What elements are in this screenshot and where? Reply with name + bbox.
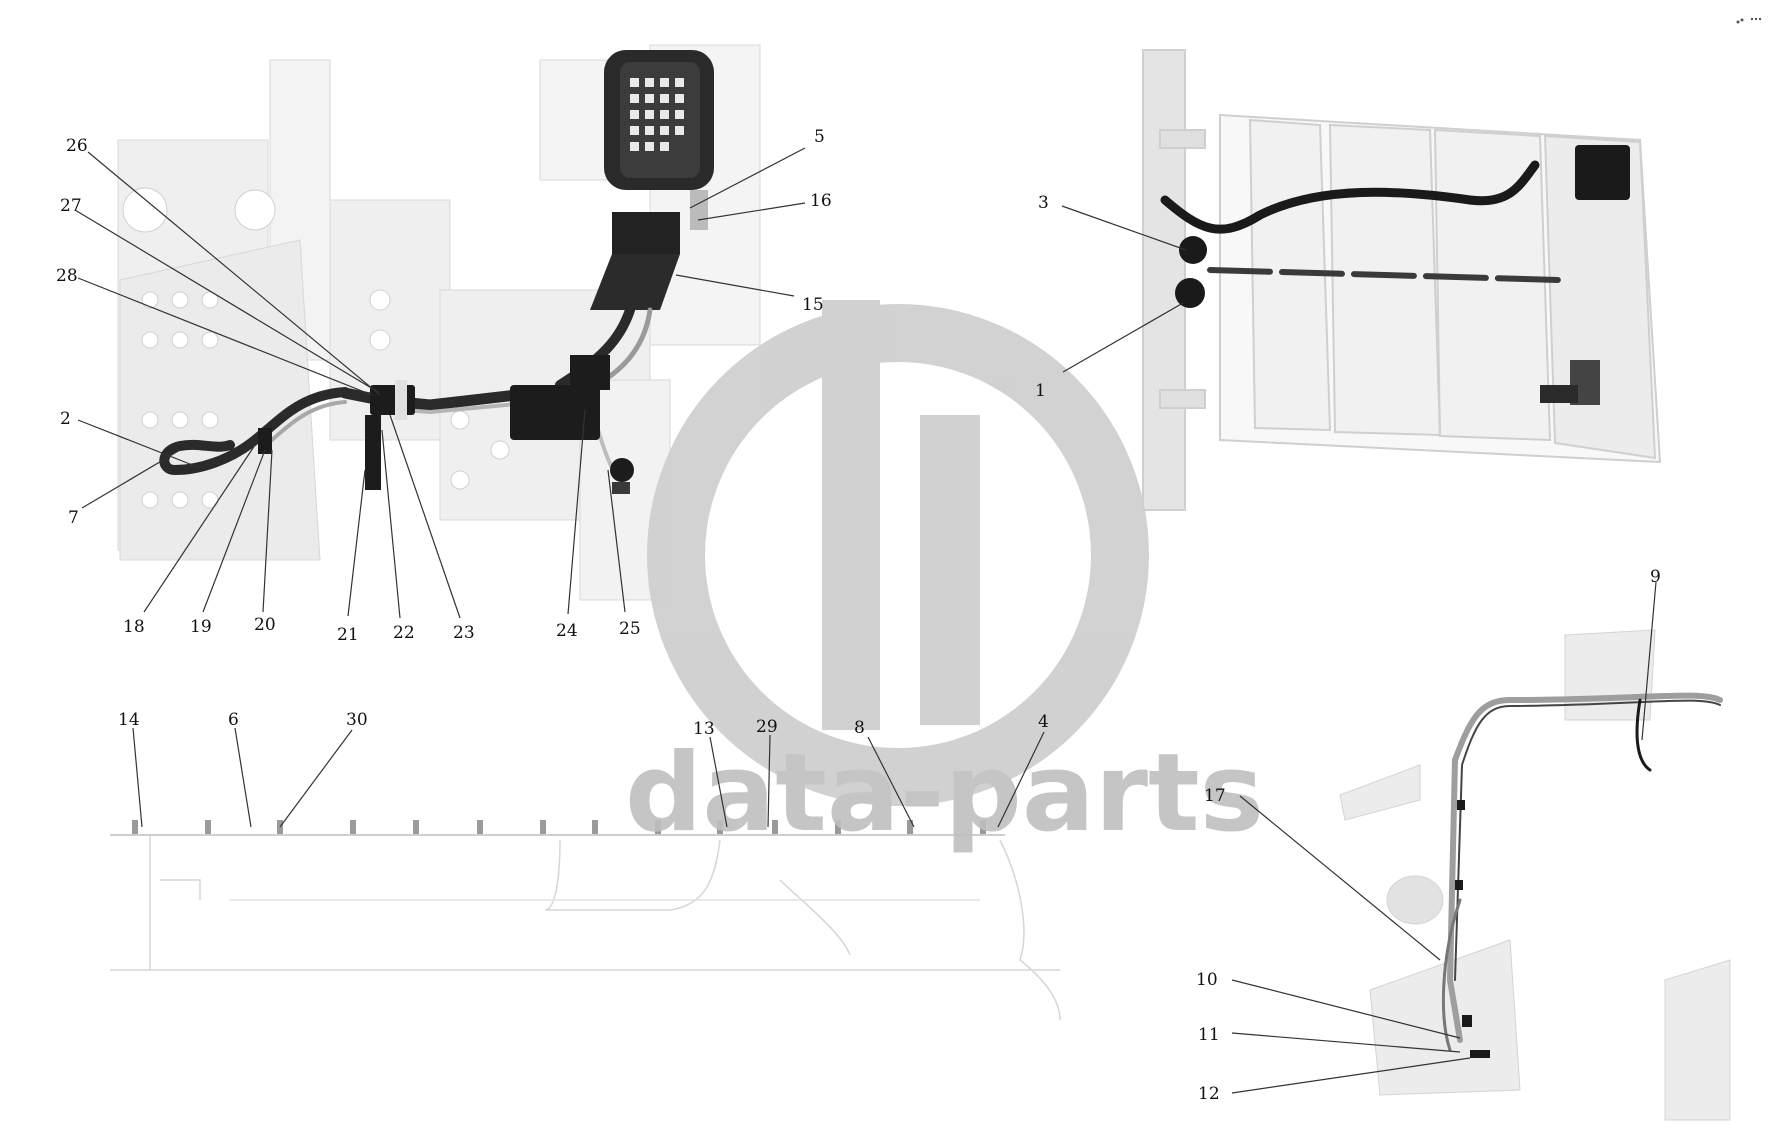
chassis-outline xyxy=(110,834,1061,1021)
battery-cable xyxy=(1160,160,1563,283)
rear-connectors xyxy=(1455,800,1490,1058)
callout-28: 28 xyxy=(56,266,78,286)
callout-29: 29 xyxy=(756,717,778,737)
callout-13: 13 xyxy=(693,719,715,739)
callout-10: 10 xyxy=(1196,970,1218,990)
callout-1: 1 xyxy=(1035,381,1046,401)
watermark: data-parts xyxy=(625,300,1264,856)
rear-wiring-harness xyxy=(1441,692,1723,1052)
callout-21: 21 xyxy=(337,625,359,645)
callout-11: 11 xyxy=(1198,1025,1220,1045)
callout-16: 16 xyxy=(810,191,832,211)
callout-6: 6 xyxy=(228,710,239,730)
callout-19: 19 xyxy=(190,617,212,637)
cab-harness-view xyxy=(117,44,761,601)
controller-unit xyxy=(590,50,714,310)
callout-18: 18 xyxy=(123,617,145,637)
callout-9: 9 xyxy=(1650,567,1661,587)
callout-20: 20 xyxy=(254,615,276,635)
callout-4: 4 xyxy=(1038,712,1049,732)
battery-box-frame xyxy=(1142,49,1662,511)
corner-mark xyxy=(1736,17,1762,24)
cab-background-holes xyxy=(122,187,510,509)
callout-30: 30 xyxy=(346,710,368,730)
callout-23: 23 xyxy=(453,623,475,643)
callout-25: 25 xyxy=(619,619,641,639)
battery-box-view xyxy=(1142,49,1662,511)
callout-7: 7 xyxy=(68,508,79,528)
callout-2: 2 xyxy=(60,409,71,429)
callout-3: 3 xyxy=(1038,193,1049,213)
callout-26: 26 xyxy=(66,136,88,156)
callout-14: 14 xyxy=(118,710,140,730)
callout-17: 17 xyxy=(1204,786,1226,806)
callout-22: 22 xyxy=(393,623,415,643)
watermark-text: data-parts xyxy=(625,731,1264,856)
rear-harness-view xyxy=(1339,629,1731,1121)
callout-27: 27 xyxy=(60,196,82,216)
callout-24: 24 xyxy=(556,621,578,641)
callout-labels: 1 2 3 4 5 6 7 8 9 10 11 12 13 14 15 16 1… xyxy=(56,127,1661,1104)
callout-5: 5 xyxy=(814,127,825,147)
callout-12: 12 xyxy=(1198,1084,1220,1104)
chassis-harness-view xyxy=(110,820,1061,1021)
cab-harness-connectors xyxy=(258,355,634,494)
battery-terminals xyxy=(1175,145,1630,405)
callout-8: 8 xyxy=(854,718,865,738)
callout-15: 15 xyxy=(802,295,824,315)
leader-lines xyxy=(74,147,1657,1094)
